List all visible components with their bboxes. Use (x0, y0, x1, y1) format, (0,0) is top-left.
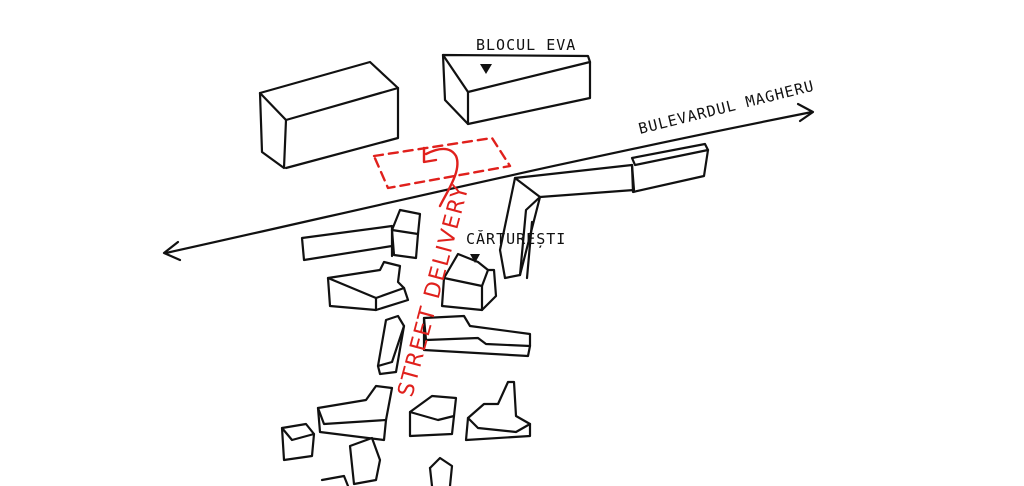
building-west-tower (390, 208, 422, 260)
boulevard-axis (162, 102, 815, 262)
building-blocul-eva (441, 53, 592, 126)
delivery-zone (372, 136, 512, 190)
label-blocul-eva: BLOCUL EVA (476, 36, 576, 54)
building-west-bar (300, 224, 394, 262)
building-south-east (464, 380, 532, 442)
building-east-far (630, 142, 710, 194)
building-narrow-south (376, 314, 406, 376)
building-center-slab (422, 314, 532, 358)
building-bottom-center (320, 436, 382, 486)
blocul-eva-pointer-icon (480, 64, 492, 74)
building-west-block (326, 260, 410, 312)
building-southwest-large (316, 384, 394, 442)
building-left-top (258, 60, 400, 170)
building-bottom-right (428, 456, 454, 486)
building-carturesti (440, 252, 498, 312)
building-south-mid (408, 394, 458, 438)
carturesti-pointer-icon (470, 254, 480, 263)
label-carturesti: CĂRTUREȘTI (466, 229, 566, 248)
building-far-left-south (280, 422, 316, 462)
building-long-east (498, 163, 636, 280)
delivery-arrow (422, 146, 459, 208)
